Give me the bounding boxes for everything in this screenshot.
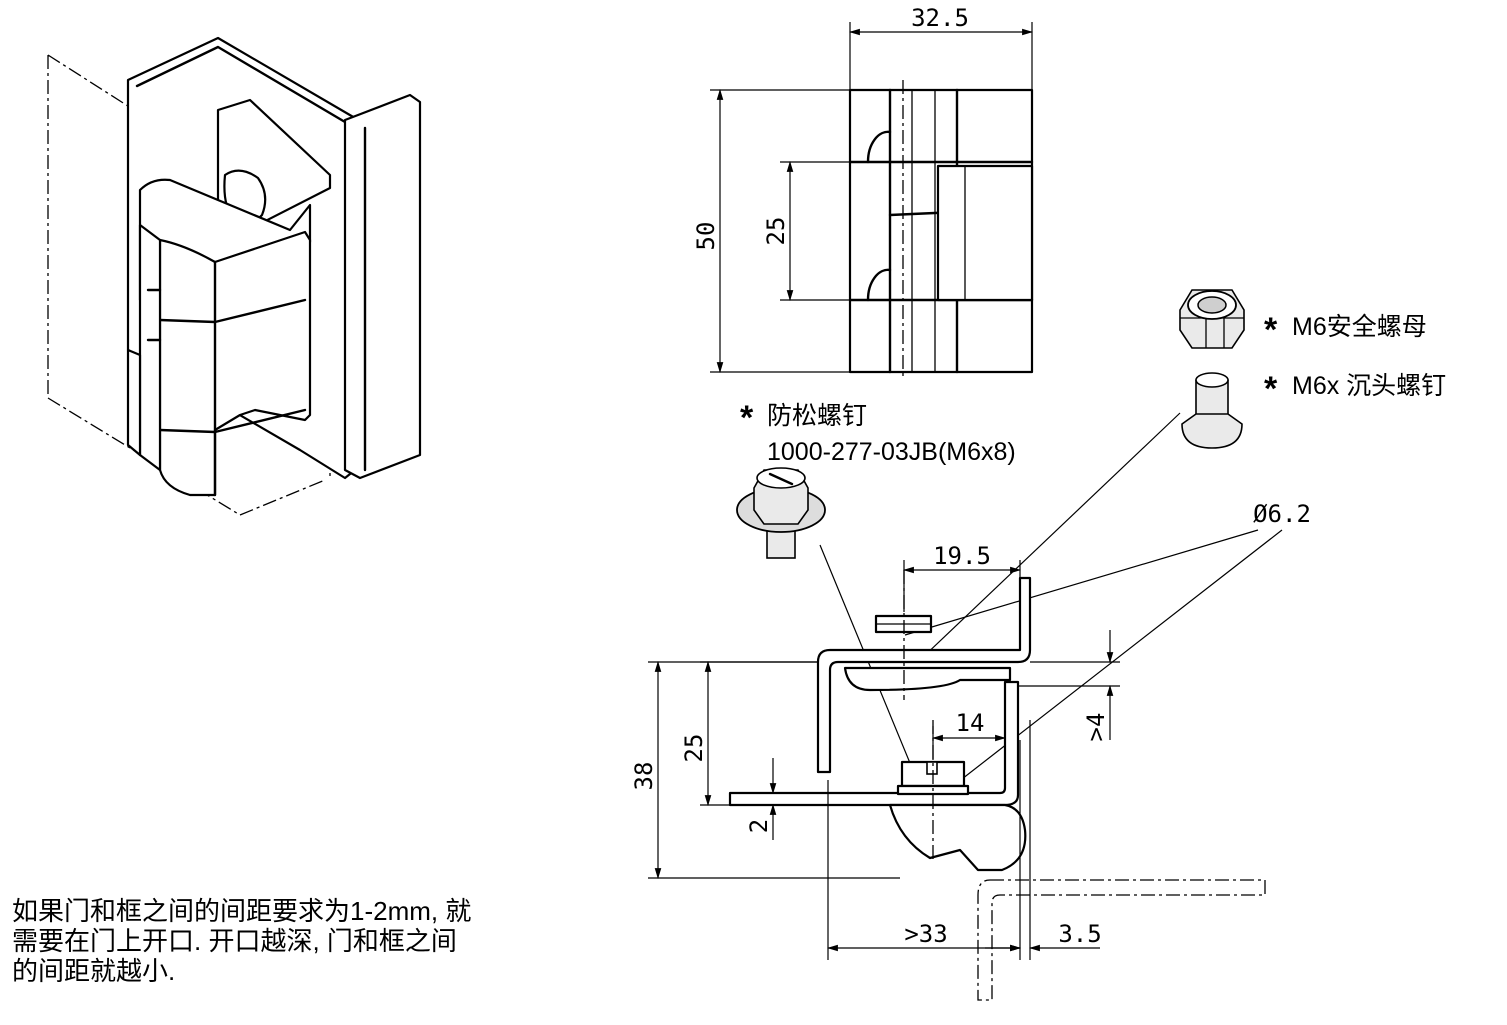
dim-frame-depth: 38: [630, 762, 658, 791]
dim-bolt-offset: 19.5: [933, 542, 991, 570]
countersunk-screw-label: M6x 沉头螺钉: [1292, 372, 1446, 400]
dim-leaf-height: 25: [680, 734, 708, 763]
mark-screw: *: [1264, 370, 1278, 408]
top-view: [710, 22, 1034, 380]
dim-top-height: 50: [692, 222, 720, 251]
locking-screw-label: 防松螺钉: [767, 402, 867, 430]
note-line-1: 如果门和框之间的间距要求为1-2mm, 就: [12, 896, 472, 926]
dim-top-pitch: 25: [762, 217, 790, 246]
isometric-hinge-view: [47, 36, 422, 516]
countersunk-screw-icon: [1181, 372, 1243, 449]
locking-screw-code: 1000-277-03JB(M6x8): [767, 438, 1016, 466]
dim-hole-diameter: Ø6.2: [1253, 500, 1311, 528]
dim-min-width: >33: [904, 920, 947, 948]
safety-nut-icon: [1179, 289, 1245, 349]
installation-note: 如果门和框之间的间距要求为1-2mm, 就 需要在门上开口. 开口越深, 门和框…: [12, 896, 602, 986]
safety-nut-label: M6安全螺母: [1292, 313, 1427, 341]
dim-plate-thickness: 2: [745, 819, 773, 833]
dim-inner-width: 14: [956, 709, 985, 737]
mark-nut: *: [1264, 311, 1278, 349]
note-line-2: 需要在门上开口. 开口越深, 门和框之间: [12, 926, 457, 956]
dim-offset: 3.5: [1058, 920, 1101, 948]
mark-locking: *: [740, 399, 754, 437]
dim-gap-height: >4: [1082, 713, 1110, 742]
note-line-3: 的间距就越小.: [12, 956, 176, 986]
locking-screw-icon: [736, 467, 826, 559]
dim-top-width: 32.5: [911, 4, 969, 32]
section-view: [648, 412, 1283, 1001]
